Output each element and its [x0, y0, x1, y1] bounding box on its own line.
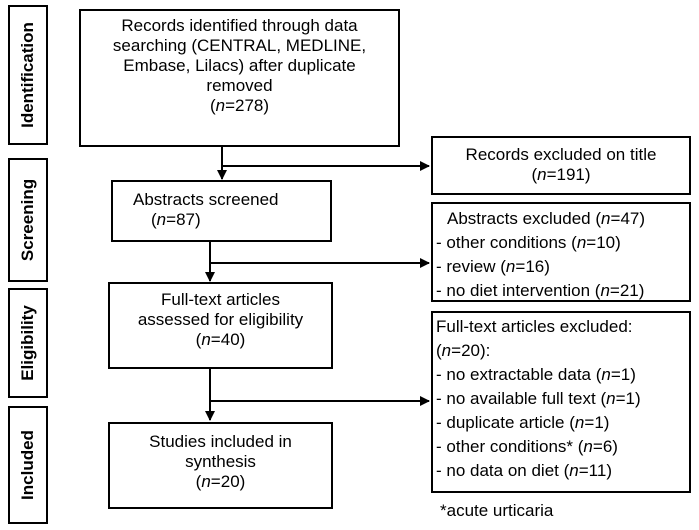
- excluded-title-count: (n=191): [531, 165, 591, 184]
- stage-screening: Screening: [8, 158, 48, 282]
- excluded-abstracts-header: Abstracts excluded (n=47): [447, 209, 646, 228]
- records-identified-line-4: removed: [206, 76, 273, 95]
- fulltext-assessed-line-1: Full-text articles: [160, 290, 281, 309]
- excluded-abstracts-item: - other conditions (n=10): [436, 233, 621, 252]
- stage-screening-label: Screening: [18, 178, 37, 262]
- footnote: *acute urticaria: [440, 501, 554, 520]
- box-excluded-title: Records excluded on title (n=191): [431, 136, 691, 195]
- box-records-identified: Records identified through data searchin…: [79, 9, 400, 147]
- stage-eligibility-label: Eligibility: [18, 305, 37, 381]
- studies-included-line-2: synthesis: [185, 452, 256, 471]
- records-identified-line-3: Embase, Lilacs) after duplicate: [123, 56, 356, 75]
- stage-identification-label: Identification: [18, 22, 37, 128]
- box-excluded-abstracts: Abstracts excluded (n=47) - other condit…: [431, 202, 691, 302]
- studies-included-line-1: Studies included in: [149, 432, 292, 451]
- box-fulltext-assessed: Full-text articles assessed for eligibil…: [108, 282, 333, 369]
- excluded-abstracts-item: - no diet intervention (n=21): [436, 281, 645, 300]
- records-identified-count: (n=278): [209, 96, 270, 115]
- fulltext-assessed-line-2: assessed for eligibility: [137, 310, 304, 329]
- excluded-fulltext-item: - no available full text (n=1): [436, 389, 641, 408]
- studies-included-count: (n=20): [195, 472, 246, 491]
- abstracts-screened-label: Abstracts screened: [133, 190, 279, 209]
- excluded-fulltext-item: - no extractable data (n=1): [436, 365, 636, 384]
- excluded-fulltext-header: Full-text articles excluded:: [436, 317, 633, 336]
- box-abstracts-screened: Abstracts screened (n=87): [111, 180, 332, 242]
- excluded-fulltext-item: - duplicate article (n=1): [436, 413, 610, 432]
- excluded-fulltext-count: (n=20):: [436, 341, 491, 360]
- excluded-fulltext-item: - no data on diet (n=11): [436, 461, 612, 480]
- stage-identification: Identification: [8, 5, 48, 145]
- excluded-title-label: Records excluded on title: [465, 145, 657, 164]
- box-studies-included: Studies included in synthesis (n=20): [108, 422, 333, 509]
- fulltext-assessed-count: (n=40): [195, 330, 246, 349]
- stage-included: Included: [8, 406, 48, 524]
- abstracts-screened-count: (n=87): [151, 210, 201, 229]
- stage-included-label: Included: [18, 430, 37, 500]
- excluded-abstracts-item: - review (n=16): [436, 257, 550, 276]
- records-identified-line-2: searching (CENTRAL, MEDLINE,: [112, 36, 367, 55]
- box-excluded-fulltext: Full-text articles excluded: (n=20): - n…: [431, 311, 691, 493]
- records-identified-line-1: Records identified through data: [121, 16, 358, 35]
- stage-eligibility: Eligibility: [8, 288, 48, 398]
- excluded-fulltext-item: - other conditions* (n=6): [436, 437, 618, 456]
